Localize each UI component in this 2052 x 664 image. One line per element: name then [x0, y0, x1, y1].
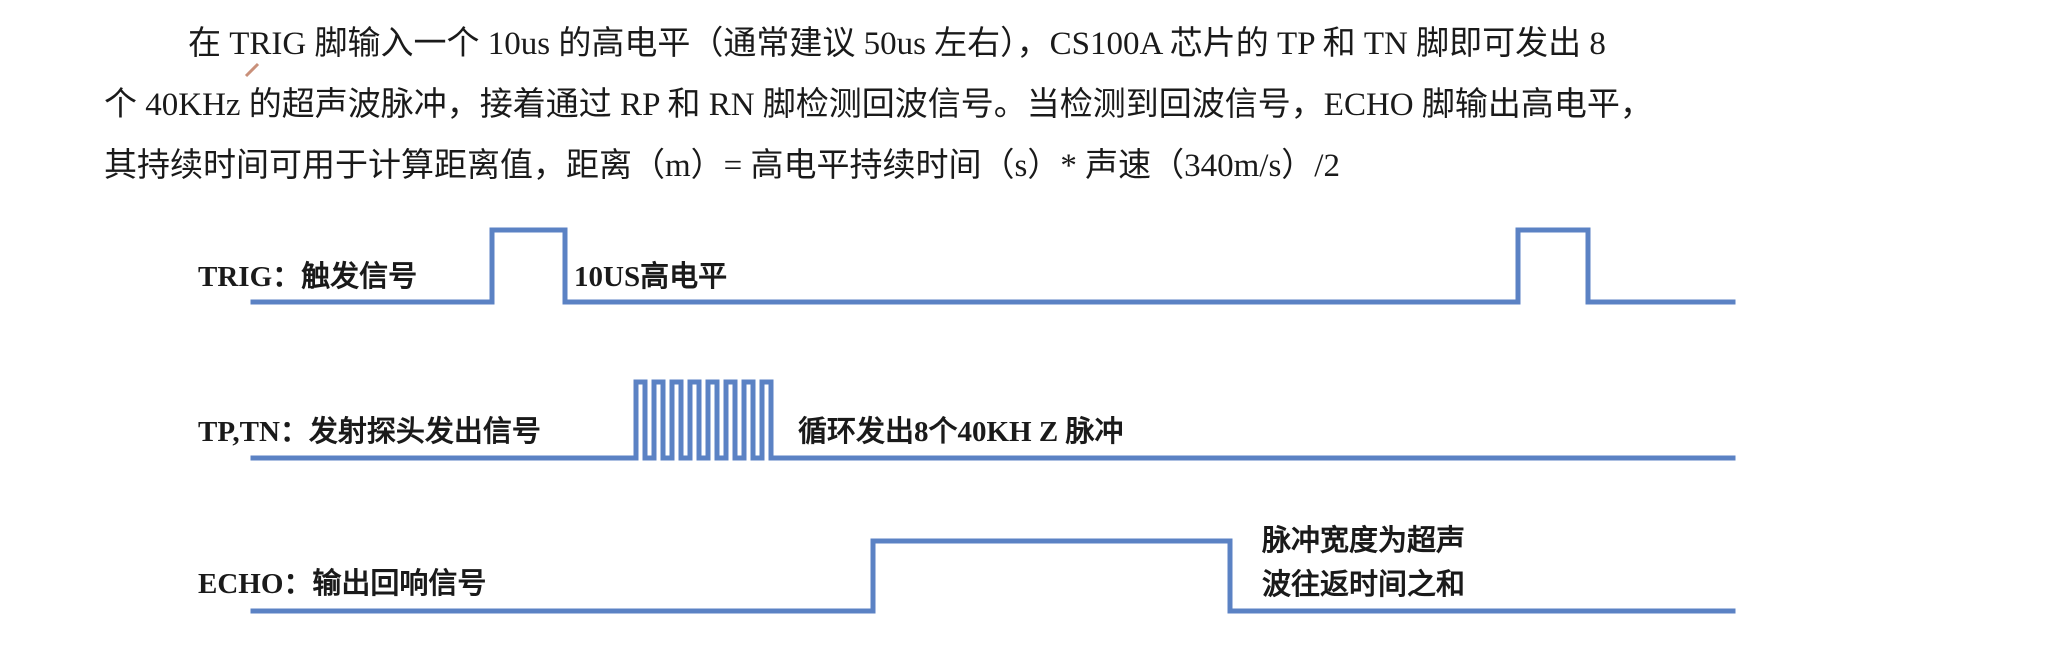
echo-waveform [250, 538, 1736, 614]
paragraph-line-2: 个 40KHz 的超声波脉冲，接着通过 RP 和 RN 脚检测回波信号。当检测到… [104, 87, 1653, 123]
tptn-note: 循环发出8个40KH Z 脉冲 [798, 415, 1123, 448]
echo-label: ECHO：输出回响信号 [198, 566, 486, 600]
paragraph-line-1: 在 TRIG 脚输入一个 10us 的高电平（通常建议 50us 左右），CS1… [188, 26, 1606, 62]
trig-waveform [250, 227, 1736, 305]
tptn-waveform [250, 379, 1736, 461]
tptn-label: TP,TN：发射探头发出信号 [198, 415, 541, 448]
pen-cursor-icon [244, 62, 260, 78]
description-paragraph: 在 TRIG 脚输入一个 10us 的高电平（通常建议 50us 左右），CS1… [104, 14, 1984, 197]
echo-note-line-2: 波往返时间之和 [1262, 567, 1465, 601]
trig-label: TRIG：触发信号 [198, 260, 417, 293]
trig-note: 10US高电平 [574, 260, 727, 293]
paragraph-line-3: 其持续时间可用于计算距离值，距离（m）= 高电平持续时间（s）* 声速（340m… [104, 148, 1340, 184]
echo-note-line-1: 脉冲宽度为超声 [1262, 523, 1465, 557]
